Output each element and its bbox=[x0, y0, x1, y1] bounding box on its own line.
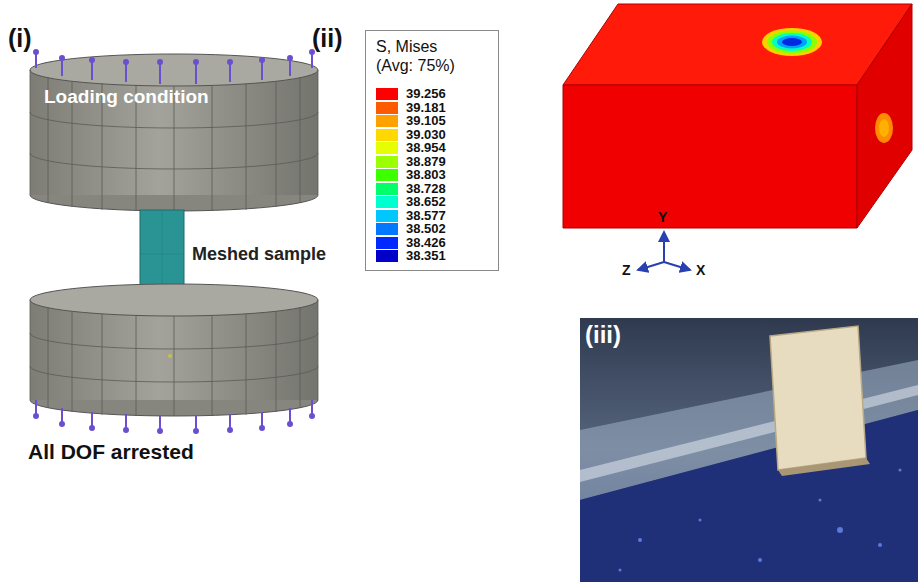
color-swatch bbox=[376, 102, 398, 114]
color-swatch bbox=[376, 129, 398, 141]
legend-title: S, Mises bbox=[376, 37, 490, 56]
legend-row: 38.652 bbox=[376, 195, 490, 209]
legend-value: 38.879 bbox=[406, 155, 446, 169]
legend-row: 38.954 bbox=[376, 141, 490, 155]
legend-row: 39.256 bbox=[376, 87, 490, 101]
legend-value: 38.652 bbox=[406, 195, 446, 209]
color-swatch bbox=[376, 223, 398, 235]
axis-label: X bbox=[696, 262, 705, 278]
axis-label: Z bbox=[622, 262, 631, 278]
legend-value: 39.105 bbox=[406, 114, 446, 128]
legend-row: 38.728 bbox=[376, 182, 490, 196]
legend-row: 39.105 bbox=[376, 114, 490, 128]
color-swatch bbox=[376, 142, 398, 154]
color-swatch bbox=[376, 183, 398, 195]
legend-value: 38.728 bbox=[406, 182, 446, 196]
legend-value: 38.351 bbox=[406, 249, 446, 263]
legend-row: 38.426 bbox=[376, 236, 490, 250]
legend-value: 39.181 bbox=[406, 101, 446, 115]
sample-photo bbox=[580, 318, 918, 582]
legend-value: 38.803 bbox=[406, 168, 446, 182]
part-label: Meshed sample bbox=[192, 244, 326, 265]
load-label: Loading condition bbox=[44, 86, 209, 108]
legend-row: 39.030 bbox=[376, 128, 490, 142]
color-swatch bbox=[376, 250, 398, 262]
legend-box: S, Mises(Avg: 75%) 39.25639.18139.10539.0… bbox=[365, 30, 499, 271]
color-swatch bbox=[376, 210, 398, 222]
legend-value: 38.502 bbox=[406, 222, 446, 236]
bottom-platen bbox=[30, 284, 318, 433]
legend-row: 38.803 bbox=[376, 168, 490, 182]
boundary-label: All DOF arrested bbox=[28, 440, 194, 464]
color-swatch bbox=[376, 115, 398, 127]
top-platen bbox=[30, 50, 318, 211]
legend-row: 39.181 bbox=[376, 101, 490, 115]
legend-value: 39.030 bbox=[406, 128, 446, 142]
stress-contour-block bbox=[563, 4, 912, 228]
color-swatch bbox=[376, 88, 398, 100]
legend-value: 38.426 bbox=[406, 236, 446, 250]
legend-value: 39.256 bbox=[406, 87, 446, 101]
panel-label: (iii) bbox=[585, 321, 621, 349]
axis-label: Y bbox=[658, 209, 667, 225]
legend-row: 38.577 bbox=[376, 209, 490, 223]
color-swatch bbox=[376, 156, 398, 168]
legend-row: 38.502 bbox=[376, 222, 490, 236]
legend-value: 38.577 bbox=[406, 209, 446, 223]
legend-row: 38.879 bbox=[376, 155, 490, 169]
color-swatch bbox=[376, 196, 398, 208]
color-swatch bbox=[376, 169, 398, 181]
legend-list: 39.25639.18139.10539.03038.95438.87938.8… bbox=[376, 87, 490, 263]
panel-label: (i) bbox=[8, 24, 32, 53]
axis-triad bbox=[638, 232, 690, 270]
panel-label: (ii) bbox=[312, 24, 343, 53]
legend-row: 38.351 bbox=[376, 249, 490, 263]
color-swatch bbox=[376, 237, 398, 249]
legend-title: (Avg: 75%) bbox=[376, 56, 490, 75]
legend-value: 38.954 bbox=[406, 141, 446, 155]
